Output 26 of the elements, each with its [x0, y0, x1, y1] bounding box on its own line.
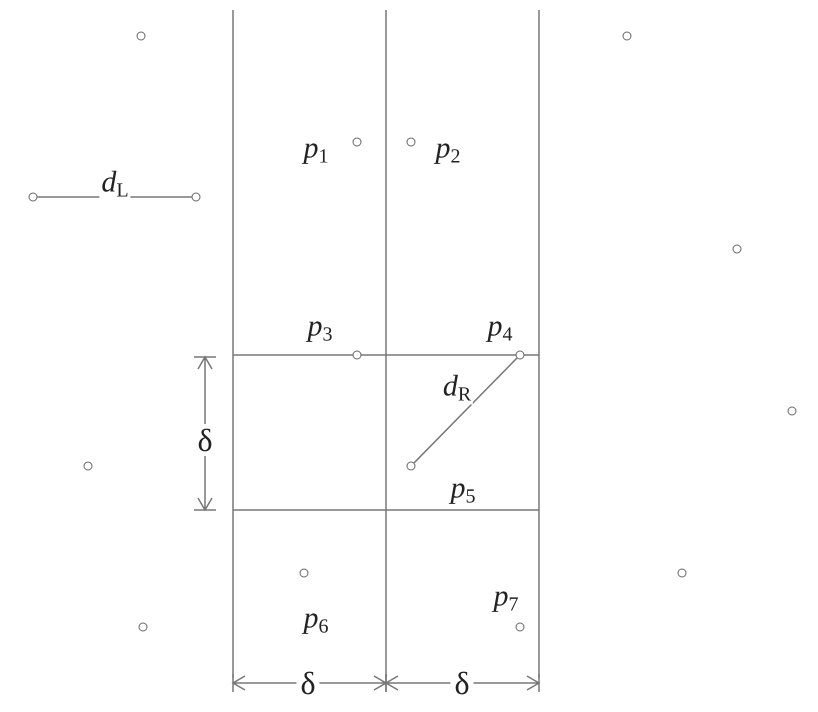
- point: [192, 192, 200, 202]
- point: [732, 244, 742, 254]
- edge-label: d$_{L}$: [99, 168, 131, 200]
- point: [406, 462, 416, 470]
- point-label: p$_{2}$: [436, 134, 460, 166]
- point-label: p$_{4}$: [488, 312, 512, 344]
- point-label: p$_{3}$: [308, 312, 332, 344]
- distance-line: [414, 358, 518, 464]
- point-label: p$_{7}$: [494, 582, 518, 614]
- point: [136, 32, 146, 40]
- point-label: p$_{1}$: [304, 134, 328, 166]
- point: [300, 568, 308, 578]
- edge-label: d$_{R}$: [440, 372, 474, 404]
- point: [352, 138, 362, 146]
- point-label: p$_{6}$: [304, 604, 328, 636]
- point: [352, 350, 362, 360]
- point: [84, 462, 92, 470]
- point-label: p$_{5}$: [450, 474, 476, 506]
- point: [516, 622, 524, 632]
- point: [788, 406, 796, 416]
- point: [406, 138, 416, 146]
- point: [516, 350, 524, 360]
- point: [678, 568, 686, 578]
- point: [138, 622, 148, 632]
- point: [28, 192, 38, 202]
- point: [622, 32, 632, 40]
